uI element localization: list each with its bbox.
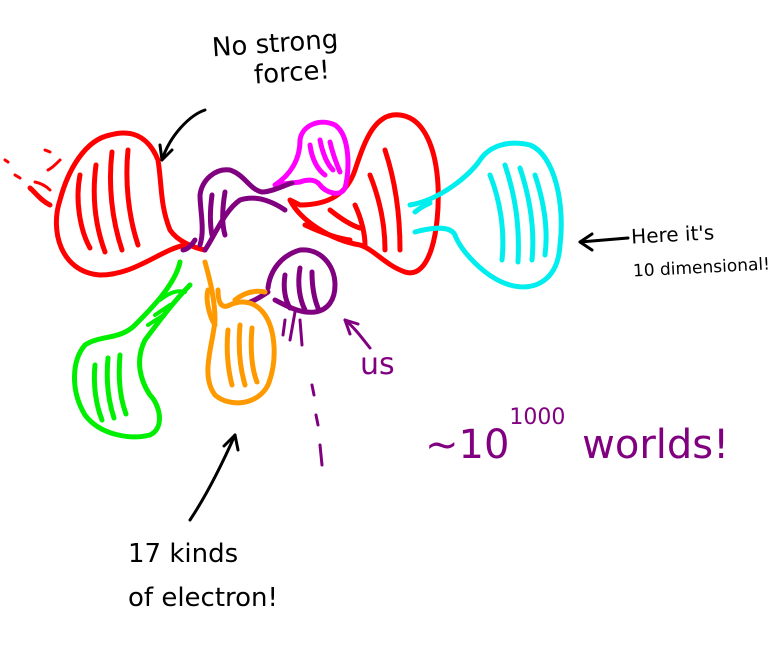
no-strong-force-label: No strong force! — [211, 25, 341, 94]
purple-us-universe — [247, 247, 338, 467]
us-label: us — [360, 347, 395, 382]
worlds-exponent: 1000 — [509, 405, 566, 430]
here-its-line: Here it's — [630, 220, 715, 249]
arrow-to-red-left — [160, 108, 207, 162]
worlds-suffix: worlds! — [582, 422, 730, 468]
kinds-line2: of electron! — [128, 582, 278, 613]
ten-dimensional-label: Here it's 10 dimensional! — [631, 218, 768, 282]
green-universe — [72, 259, 193, 440]
worlds-prefix: ~10 — [425, 422, 510, 468]
cyan-universe — [407, 140, 564, 290]
annotation-arrows — [158, 108, 630, 522]
purple-central-universe — [180, 167, 295, 253]
magenta-universe — [272, 119, 351, 196]
worlds-label: ~101000 worlds! — [425, 405, 729, 468]
orange-universe — [202, 259, 277, 406]
red-right-universe — [287, 112, 441, 276]
us-arrow — [343, 318, 372, 350]
arrow-to-cyan — [578, 236, 630, 244]
arrow-to-orange — [188, 433, 237, 522]
kinds-line1: 17 kinds — [128, 539, 239, 569]
seventeen-kinds-label: 17 kinds of electron! — [128, 539, 278, 614]
red-left-universe — [3, 130, 208, 278]
